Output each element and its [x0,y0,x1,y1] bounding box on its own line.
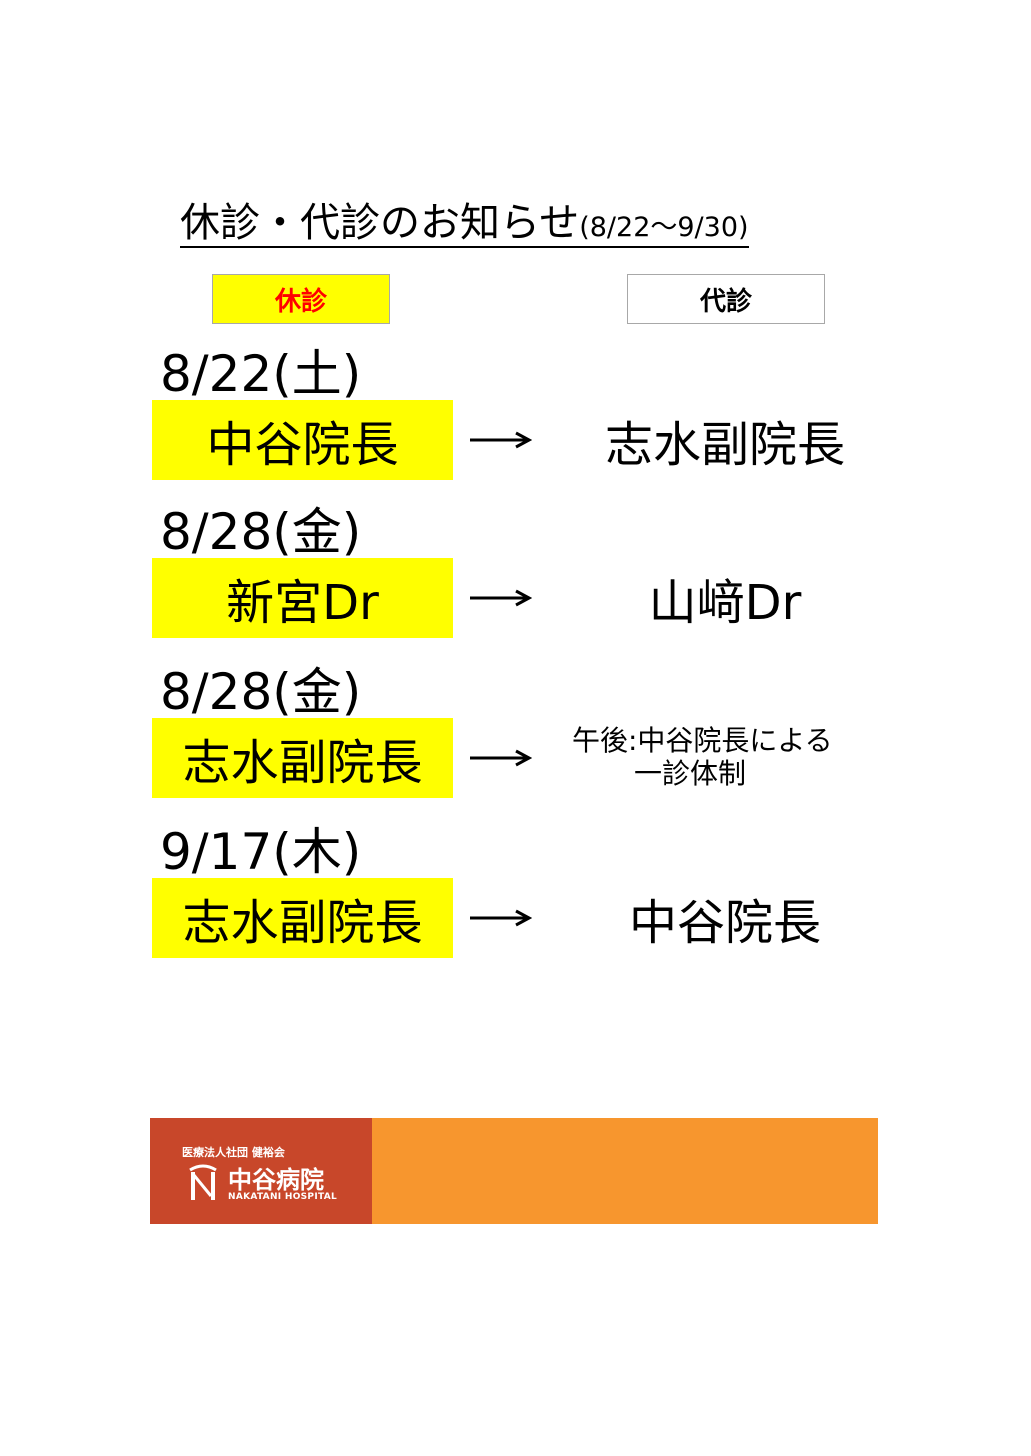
right-arrow-icon [470,431,532,449]
schedule-entry: 8/28(金) 志水副院長 午後:中谷院長による 一診体制 [0,662,1031,822]
footer-bar: 医療法人社団 健裕会 中谷病院 NAKATANI HOSPITAL [150,1118,878,1224]
hospital-logo-mark-icon [189,1164,217,1200]
right-arrow-icon [470,589,532,607]
substitute-doctor: 志水副院長 [604,417,845,473]
substitute-doctor: 山﨑Dr [648,575,802,631]
absent-doctor: 志水副院長 [152,878,453,958]
absent-doctor: 新宮Dr [152,558,453,638]
substitute-note-line-1: 午後:中谷院長による [572,724,833,757]
substitute-note: 午後:中谷院長による 一診体制 [560,724,870,790]
absent-doctor: 中谷院長 [152,400,453,480]
right-arrow-icon [470,909,532,927]
notice-title-main: 休診・代診のお知らせ [180,200,580,246]
entry-date: 9/17(木) [160,823,362,881]
absent-doctor: 志水副院長 [152,718,453,798]
substitute-header: 代診 [627,274,825,324]
entry-date: 8/28(金) [160,663,362,721]
entry-date: 8/22(土) [160,345,362,403]
hospital-name: 中谷病院 [228,1166,324,1194]
schedule-entry: 9/17(木) 志水副院長 中谷院長 [0,822,1031,982]
substitute-note-line-2: 一診体制 [634,757,747,790]
hospital-logo: 医療法人社団 健裕会 中谷病院 NAKATANI HOSPITAL [150,1118,372,1224]
right-arrow-icon [470,749,532,767]
hospital-name-en: NAKATANI HOSPITAL [228,1192,338,1202]
closed-header: 休診 [212,274,390,324]
schedule-entry: 8/22(土) 中谷院長 志水副院長 [0,344,1031,504]
notice-period: (8/22～9/30) [579,212,749,243]
notice-title: 休診・代診のお知らせ(8/22～9/30) [180,200,749,248]
schedule-entry: 8/28(金) 新宮Dr 山﨑Dr [0,502,1031,662]
entry-date: 8/28(金) [160,503,362,561]
corporation-name: 医療法人社団 健裕会 [182,1146,285,1159]
substitute-doctor: 中谷院長 [628,895,821,951]
